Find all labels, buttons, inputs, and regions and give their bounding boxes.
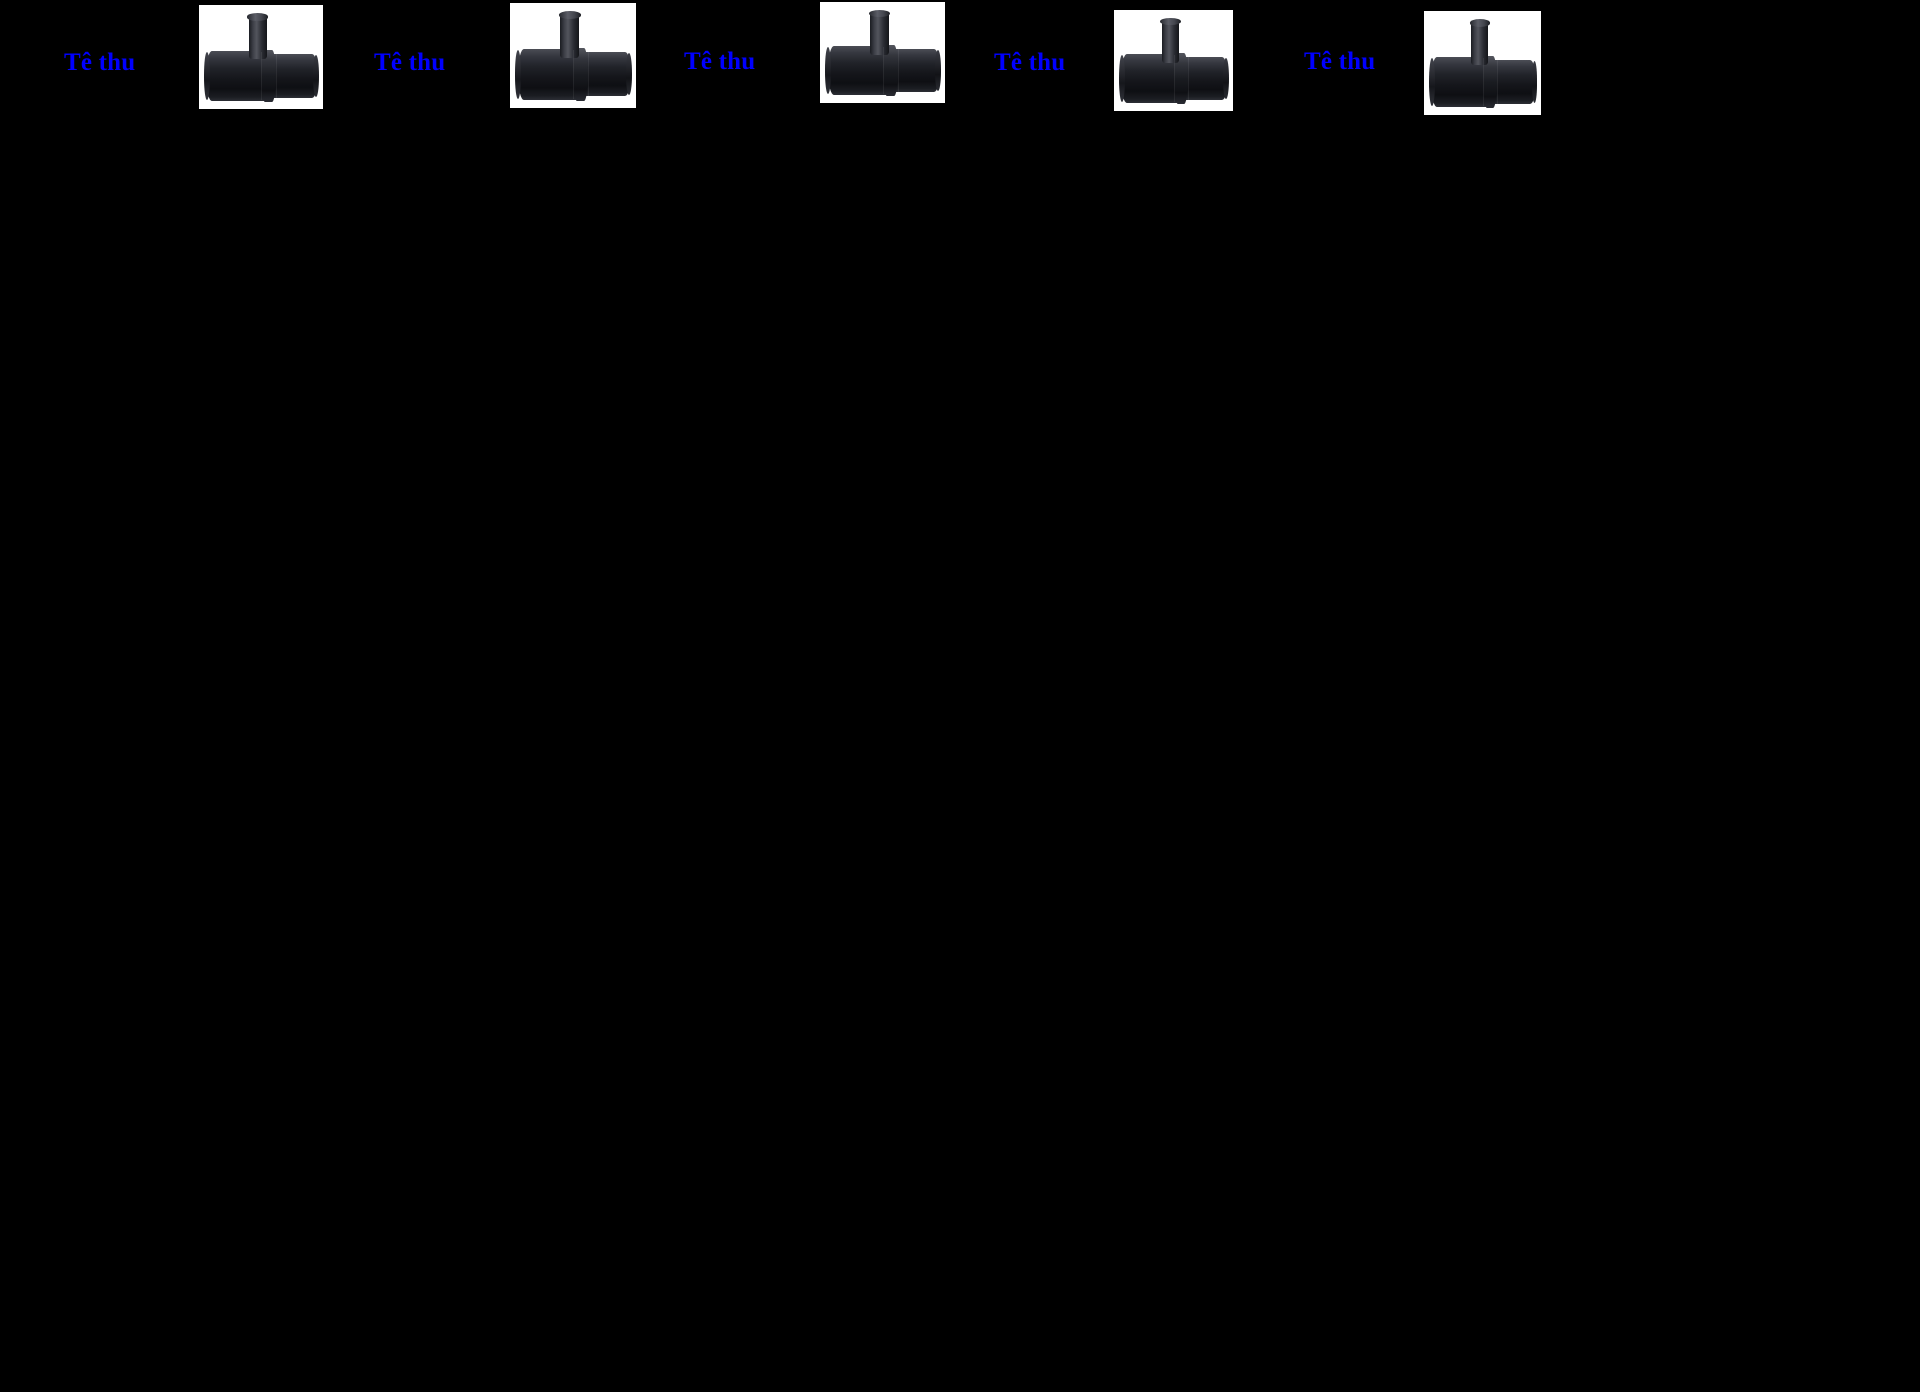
product-label-1: Tê thu [64,49,136,76]
fitting-collar [261,49,276,102]
fitting-left-end-face [825,47,832,94]
fitting-seam-line [897,47,899,94]
fitting-right-end-face [1223,58,1230,99]
product-label-3: Tê thu [684,48,756,75]
fitting-collar [1482,55,1497,108]
fitting-right-end-face [625,53,633,96]
fitting-collar [1173,53,1188,104]
fitting-seam-line [1187,55,1189,102]
reducing-tee-fitting-image-5 [1424,11,1541,115]
fitting-seam-line [261,51,262,100]
fitting-right-end-face [1531,60,1538,103]
fitting-right-end-face [313,54,320,97]
fitting-seam-line [573,50,574,99]
fitting-seam-line [275,51,277,100]
fitting-branch-outlet [248,15,268,60]
product-label-5: Tê thu [1304,48,1376,75]
product-image-tile-2[interactable] [510,3,636,108]
fitting-seam-line [882,47,884,94]
fitting-collar [882,45,898,96]
fitting-branch-rim [1160,18,1181,26]
fitting-left-end-face [203,51,211,100]
fitting-branch-outlet [560,13,580,58]
fitting-branch-rim [868,10,890,18]
reducing-tee-fitting-image-2 [510,3,636,108]
fitting-seam-line [1496,57,1498,106]
product-label-2: Tê thu [374,49,446,76]
fitting-left-end-face [1428,57,1435,106]
fitting-branch-outlet [1161,20,1180,63]
fitting-branch-rim [1469,19,1490,27]
product-image-tile-5[interactable] [1424,11,1541,115]
reducing-tee-fitting-image-3 [820,2,945,103]
reducing-tee-fitting-image-4 [1114,10,1233,111]
product-image-tile-4[interactable] [1114,10,1233,111]
fitting-left-end-face [1118,55,1125,102]
product-image-tile-1[interactable] [199,5,323,109]
reducing-tee-fitting-image-1 [199,5,323,109]
fitting-collar [573,48,589,101]
fitting-left-end-face [515,50,522,99]
fitting-right-end-face [935,50,942,91]
fitting-branch-rim [559,11,581,19]
fitting-seam-line [1173,55,1175,102]
fitting-seam-line [1482,57,1484,106]
product-label-4: Tê thu [994,49,1066,76]
fitting-seam-line [588,50,590,99]
fitting-branch-outlet [870,12,889,55]
fitting-branch-rim [247,13,269,21]
fitting-branch-outlet [1470,21,1489,66]
product-image-tile-3[interactable] [820,2,945,103]
